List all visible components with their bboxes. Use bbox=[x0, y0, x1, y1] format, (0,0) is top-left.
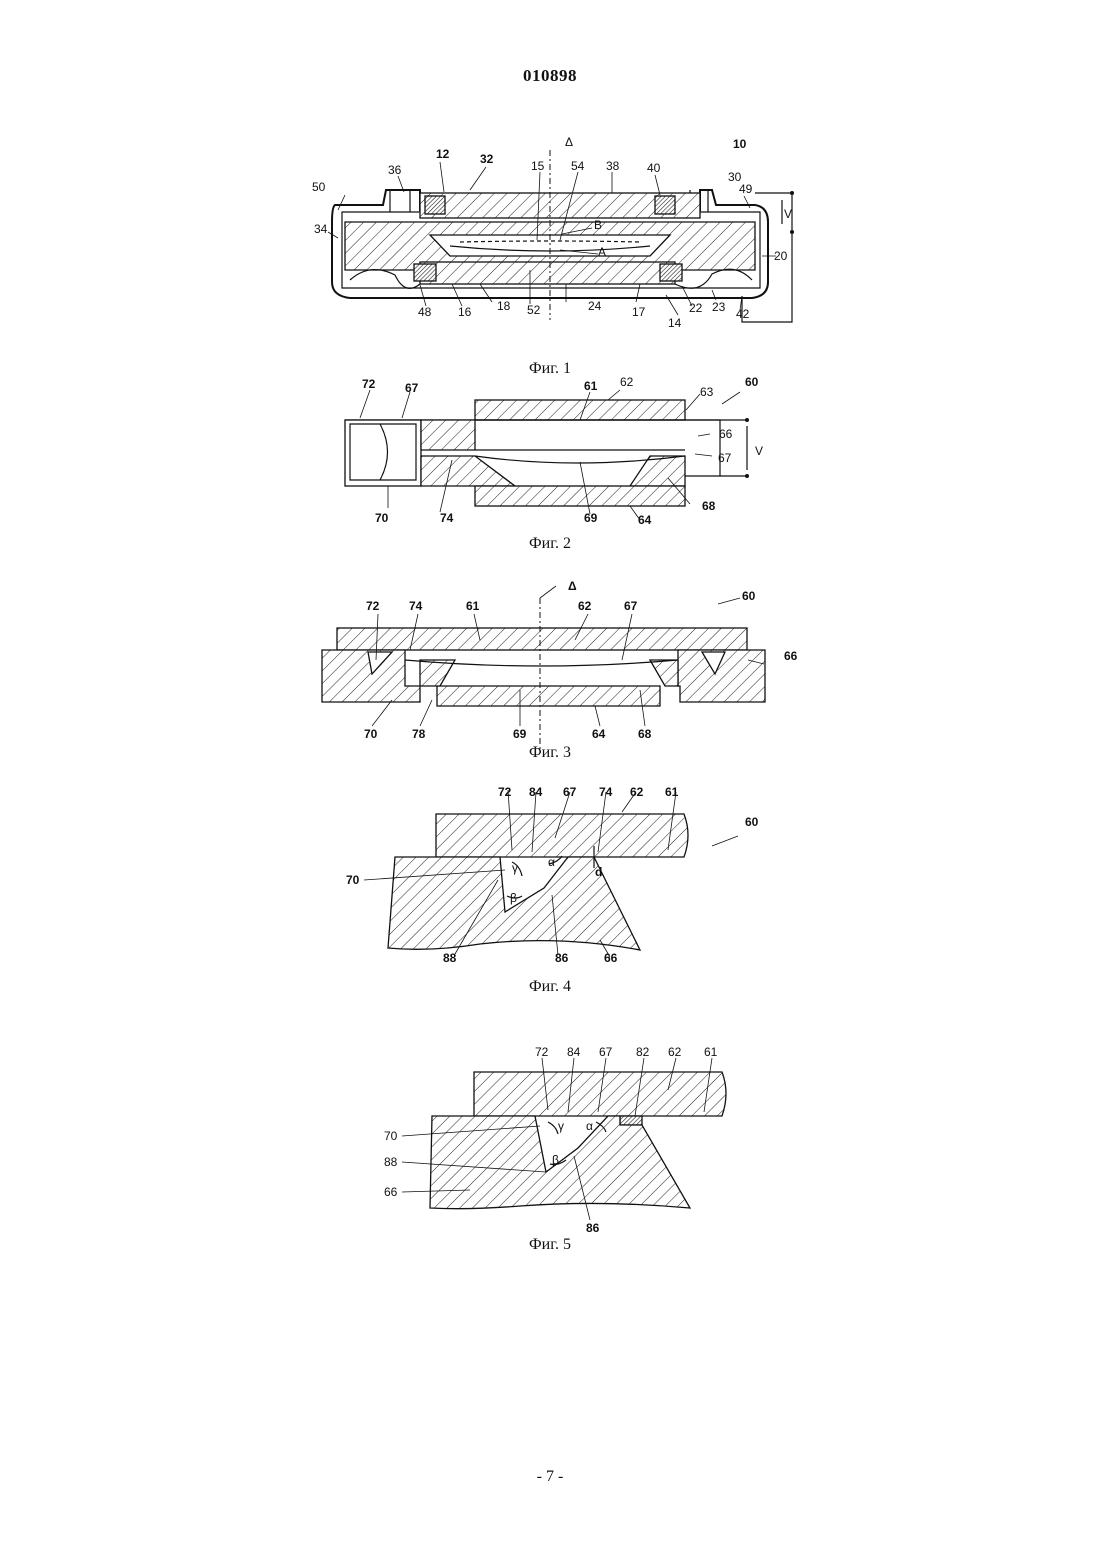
svg-text:67: 67 bbox=[563, 785, 577, 799]
svg-text:72: 72 bbox=[535, 1045, 549, 1059]
svg-text:32: 32 bbox=[480, 152, 494, 166]
svg-text:17: 17 bbox=[632, 305, 646, 319]
svg-text:22: 22 bbox=[689, 301, 703, 315]
figure-5-caption: Фиг. 5 bbox=[0, 1236, 1100, 1254]
svg-text:86: 86 bbox=[586, 1221, 600, 1235]
figure-3-caption: Фиг. 3 bbox=[0, 744, 1100, 762]
svg-text:82: 82 bbox=[636, 1045, 650, 1059]
svg-text:12: 12 bbox=[436, 147, 450, 161]
svg-text:49: 49 bbox=[739, 182, 753, 196]
svg-text:42: 42 bbox=[736, 307, 750, 321]
svg-text:Δ: Δ bbox=[568, 579, 577, 593]
figure-2-drawing: 72 67 61 62 63 60 66 67 V 70 74 69 64 68 bbox=[345, 375, 763, 527]
svg-text:52: 52 bbox=[527, 303, 541, 317]
svg-text:64: 64 bbox=[638, 513, 652, 527]
svg-text:61: 61 bbox=[584, 379, 598, 393]
svg-text:14: 14 bbox=[668, 316, 682, 330]
svg-text:γ: γ bbox=[512, 861, 518, 875]
svg-text:70: 70 bbox=[346, 873, 360, 887]
svg-text:66: 66 bbox=[604, 951, 618, 965]
svg-text:66: 66 bbox=[719, 427, 733, 441]
svg-text:67: 67 bbox=[624, 599, 638, 613]
svg-text:62: 62 bbox=[578, 599, 592, 613]
svg-text:64: 64 bbox=[592, 727, 606, 741]
svg-text:V: V bbox=[755, 444, 763, 458]
svg-text:23: 23 bbox=[712, 300, 726, 314]
svg-text:70: 70 bbox=[364, 727, 378, 741]
svg-text:γ: γ bbox=[558, 1119, 564, 1133]
svg-text:α: α bbox=[586, 1119, 593, 1133]
svg-text:54: 54 bbox=[571, 159, 585, 173]
figure-1-caption: Фиг. 1 bbox=[0, 360, 1100, 378]
svg-text:63: 63 bbox=[700, 385, 714, 399]
svg-text:67: 67 bbox=[718, 451, 732, 465]
svg-text:36: 36 bbox=[388, 163, 402, 177]
svg-text:B: B bbox=[594, 218, 602, 232]
figure-5-drawing: 72 84 67 82 62 61 70 88 66 γ α β 86 bbox=[384, 1045, 726, 1235]
svg-text:40: 40 bbox=[647, 161, 661, 175]
svg-text:61: 61 bbox=[704, 1045, 718, 1059]
svg-text:67: 67 bbox=[405, 381, 419, 395]
svg-text:24: 24 bbox=[588, 299, 602, 313]
svg-text:84: 84 bbox=[567, 1045, 581, 1059]
svg-text:V: V bbox=[784, 207, 792, 221]
svg-text:74: 74 bbox=[440, 511, 454, 525]
svg-text:60: 60 bbox=[745, 815, 759, 829]
svg-text:34: 34 bbox=[314, 222, 328, 236]
svg-text:38: 38 bbox=[606, 159, 620, 173]
svg-text:A: A bbox=[598, 245, 606, 259]
svg-text:62: 62 bbox=[668, 1045, 682, 1059]
svg-text:68: 68 bbox=[638, 727, 652, 741]
svg-text:Δ: Δ bbox=[565, 135, 573, 149]
svg-text:18: 18 bbox=[497, 299, 511, 313]
svg-text:15: 15 bbox=[531, 159, 545, 173]
svg-text:84: 84 bbox=[529, 785, 543, 799]
figure-3-drawing: Δ 60 72 74 61 62 67 66 70 78 69 64 68 bbox=[322, 579, 798, 752]
svg-text:50: 50 bbox=[312, 180, 326, 194]
svg-text:70: 70 bbox=[384, 1129, 398, 1143]
svg-text:48: 48 bbox=[418, 305, 432, 319]
figure-2-caption: Фиг. 2 bbox=[0, 535, 1100, 553]
svg-text:β: β bbox=[510, 891, 517, 905]
svg-text:66: 66 bbox=[784, 649, 798, 663]
figure-4-caption: Фиг. 4 bbox=[0, 978, 1100, 996]
figure-1-drawing: 12 32 15 54 38 40 Δ 10 30 49 V 36 50 34 … bbox=[312, 135, 794, 330]
svg-text:72: 72 bbox=[498, 785, 512, 799]
svg-text:72: 72 bbox=[362, 377, 376, 391]
svg-text:69: 69 bbox=[584, 511, 598, 525]
svg-text:70: 70 bbox=[375, 511, 389, 525]
svg-text:16: 16 bbox=[458, 305, 472, 319]
svg-text:68: 68 bbox=[702, 499, 716, 513]
svg-text:69: 69 bbox=[513, 727, 527, 741]
svg-text:78: 78 bbox=[412, 727, 426, 741]
svg-text:α: α bbox=[548, 855, 555, 869]
svg-text:67: 67 bbox=[599, 1045, 613, 1059]
svg-text:β: β bbox=[552, 1153, 559, 1167]
svg-text:62: 62 bbox=[630, 785, 644, 799]
svg-text:61: 61 bbox=[466, 599, 480, 613]
svg-text:61: 61 bbox=[665, 785, 679, 799]
svg-text:60: 60 bbox=[742, 589, 756, 603]
svg-text:74: 74 bbox=[599, 785, 613, 799]
figure-4-drawing: 72 84 67 74 62 61 60 70 γ α d β 88 86 66 bbox=[346, 785, 759, 965]
svg-text:88: 88 bbox=[384, 1155, 398, 1169]
svg-text:88: 88 bbox=[443, 951, 457, 965]
svg-text:d: d bbox=[595, 865, 602, 879]
svg-text:20: 20 bbox=[774, 249, 788, 263]
svg-text:72: 72 bbox=[366, 599, 380, 613]
svg-text:86: 86 bbox=[555, 951, 569, 965]
svg-text:10: 10 bbox=[733, 137, 747, 151]
svg-text:66: 66 bbox=[384, 1185, 398, 1199]
page-number: - 7 - bbox=[0, 1468, 1100, 1486]
svg-text:74: 74 bbox=[409, 599, 423, 613]
